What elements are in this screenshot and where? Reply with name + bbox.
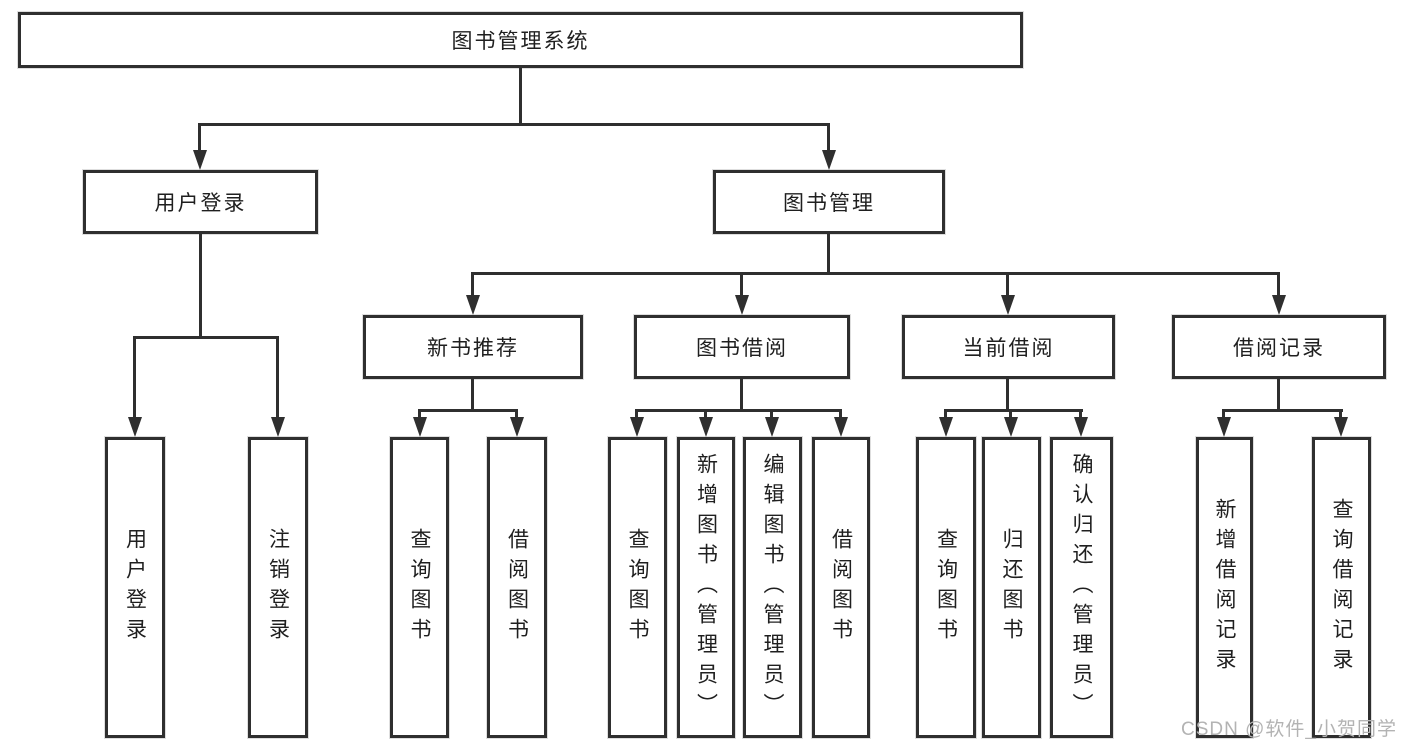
connector-line — [1223, 409, 1343, 412]
node-root: 图书管理系统 — [18, 12, 1023, 68]
leaf-add-book-admin: 新增图书（管理员） — [677, 437, 735, 738]
connector-line — [1277, 272, 1280, 295]
connector-line — [519, 68, 522, 123]
arrow-down-icon — [271, 417, 285, 437]
arrow-down-icon — [1334, 417, 1348, 437]
connector-line — [827, 234, 830, 272]
connector-line — [418, 409, 421, 419]
connector-line — [740, 272, 743, 295]
arrow-down-icon — [1004, 417, 1018, 437]
connector-line — [839, 409, 842, 419]
leaf-query-borrow-record: 查询借阅记录 — [1312, 437, 1371, 738]
connector-line — [1339, 409, 1342, 419]
leaf-query-book-current: 查询图书 — [916, 437, 976, 738]
connector-line — [276, 336, 279, 417]
connector-line — [637, 409, 842, 412]
connector-line — [1006, 272, 1009, 295]
arrow-down-icon — [699, 417, 713, 437]
arrow-down-icon — [193, 150, 207, 170]
connector-line — [1079, 409, 1082, 419]
leaf-logout: 注销登录 — [248, 437, 308, 738]
arrow-down-icon — [735, 295, 749, 315]
leaf-confirm-return-admin: 确认归还（管理员） — [1050, 437, 1113, 738]
connector-line — [199, 123, 830, 126]
connector-line — [635, 409, 638, 419]
leaf-user-login: 用户登录 — [105, 437, 165, 738]
node-user-login: 用户登录 — [83, 170, 318, 234]
arrow-down-icon — [630, 417, 644, 437]
arrow-down-icon — [413, 417, 427, 437]
connector-line — [1006, 379, 1009, 409]
connector-line — [770, 409, 773, 419]
connector-line — [133, 336, 136, 417]
arrow-down-icon — [765, 417, 779, 437]
connector-line — [1222, 409, 1225, 419]
leaf-borrow-book-recommend: 借阅图书 — [487, 437, 547, 738]
connector-line — [199, 234, 202, 336]
connector-line — [944, 409, 947, 419]
arrow-down-icon — [822, 150, 836, 170]
arrow-down-icon — [510, 417, 524, 437]
connector-line — [1277, 379, 1280, 409]
connector-line — [471, 379, 474, 409]
arrow-down-icon — [128, 417, 142, 437]
connector-line — [740, 379, 743, 409]
leaf-edit-book-admin: 编辑图书（管理员） — [743, 437, 802, 738]
node-new-book-recommend: 新书推荐 — [363, 315, 583, 379]
arrow-down-icon — [466, 295, 480, 315]
node-book-management: 图书管理 — [713, 170, 945, 234]
leaf-return-book: 归还图书 — [982, 437, 1041, 738]
node-borrow-records: 借阅记录 — [1172, 315, 1386, 379]
connector-line — [198, 123, 201, 152]
node-book-borrow: 图书借阅 — [634, 315, 850, 379]
connector-line — [471, 272, 474, 295]
arrow-down-icon — [939, 417, 953, 437]
leaf-borrow-book: 借阅图书 — [812, 437, 870, 738]
leaf-query-book-recommend: 查询图书 — [390, 437, 449, 738]
csdn-watermark: CSDN @软件_小贺同学 — [1181, 719, 1397, 740]
arrow-down-icon — [1074, 417, 1088, 437]
connector-line — [472, 272, 1280, 275]
connector-line — [134, 336, 279, 339]
arrow-down-icon — [1272, 295, 1286, 315]
connector-line — [515, 409, 518, 419]
arrow-down-icon — [1217, 417, 1231, 437]
connector-line — [704, 409, 707, 419]
connector-line — [419, 409, 518, 412]
arrow-down-icon — [834, 417, 848, 437]
connector-line — [827, 123, 830, 152]
arrow-down-icon — [1001, 295, 1015, 315]
connector-line — [1009, 409, 1012, 419]
node-current-borrow: 当前借阅 — [902, 315, 1115, 379]
connector-line — [945, 409, 1083, 412]
leaf-query-book-borrow: 查询图书 — [608, 437, 667, 738]
leaf-add-borrow-record: 新增借阅记录 — [1196, 437, 1253, 738]
